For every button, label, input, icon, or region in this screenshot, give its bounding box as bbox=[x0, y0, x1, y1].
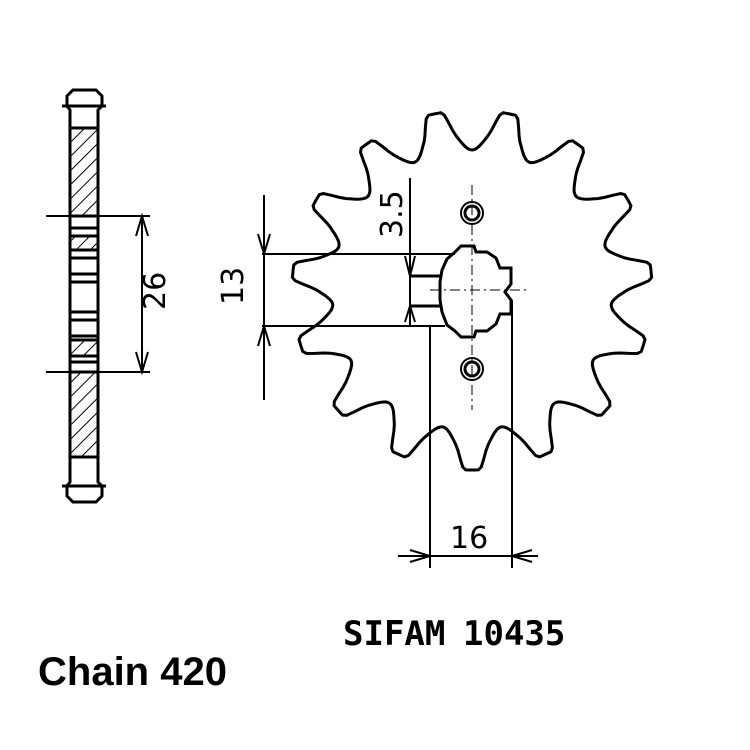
side-view-hatch-top bbox=[70, 128, 98, 216]
side-view bbox=[46, 88, 150, 504]
mounting-hole-bottom bbox=[463, 360, 481, 378]
side-view-outline bbox=[65, 88, 104, 504]
sprocket-outline bbox=[290, 111, 654, 472]
chain-label: Chain 420 bbox=[38, 650, 227, 694]
part-number-label: 10435 bbox=[463, 614, 565, 654]
splined-bore bbox=[438, 244, 513, 339]
key-depth-label: 3.5 bbox=[375, 190, 410, 238]
side-view-hatch-bottom bbox=[70, 372, 98, 457]
brand-label: SIFAM bbox=[343, 614, 445, 654]
keyway-height-label: 13 bbox=[216, 267, 251, 305]
bore-label: 16 bbox=[450, 521, 488, 556]
mounting-hole-top bbox=[463, 204, 481, 222]
hub-width-label: 26 bbox=[138, 272, 173, 310]
sprocket-front-view bbox=[257, 111, 654, 568]
keyway bbox=[410, 274, 440, 308]
